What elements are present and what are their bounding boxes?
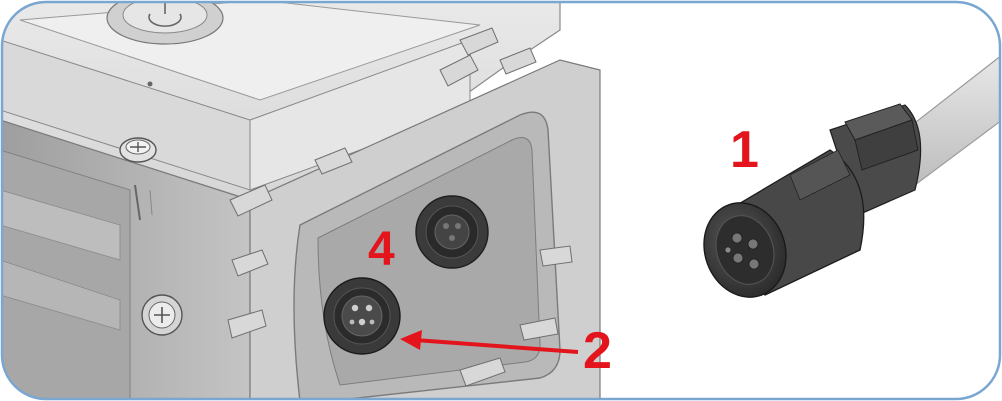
screw-icon <box>119 137 157 163</box>
power-button-icon <box>106 2 224 45</box>
device-connector <box>323 277 401 355</box>
screw-icon <box>141 294 183 336</box>
arrow-icon <box>400 330 579 354</box>
device-housing <box>2 2 601 399</box>
callout-2: 2 <box>583 322 612 380</box>
callout-1: 1 <box>730 121 759 179</box>
device-socket <box>415 195 489 269</box>
cable-plug <box>703 53 1000 298</box>
callout-4: 4 <box>368 223 395 276</box>
